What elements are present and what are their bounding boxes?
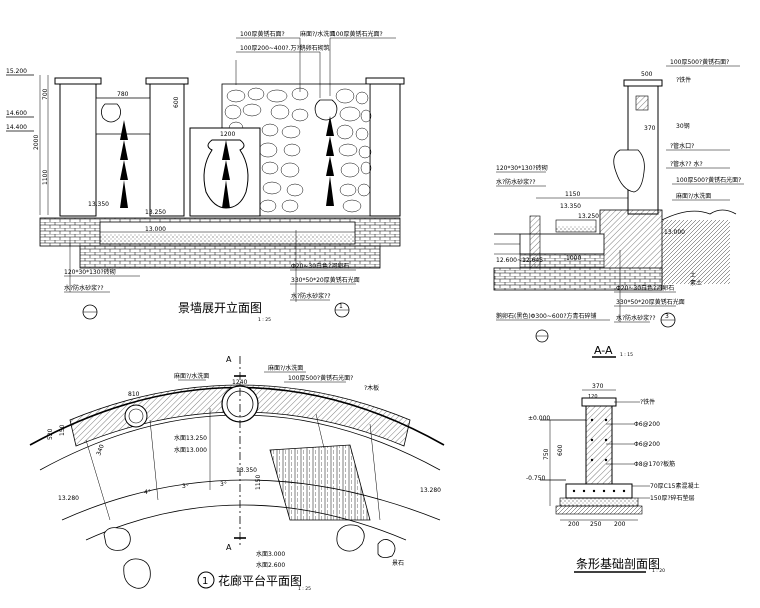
elev-dim-600: 600 bbox=[173, 96, 180, 108]
footing-dim-250: 250 bbox=[590, 521, 602, 528]
footing-level-1: ±0.000 bbox=[528, 415, 550, 422]
plan-angle-3: 3° bbox=[182, 483, 189, 490]
footing-label-rebar3: Φ8@170?板筋 bbox=[634, 460, 675, 468]
elev-level-5: 13.250 bbox=[145, 209, 166, 216]
aa-level-3: 13.000 bbox=[664, 229, 685, 236]
plan-number: 1 bbox=[202, 576, 208, 587]
footing-dim-600: 600 bbox=[557, 444, 564, 456]
aa-label-stone: 100厚500?黄锈石光面? bbox=[676, 176, 741, 184]
elev-label-gravel: Φ20~30白色?河卵石 bbox=[291, 262, 349, 270]
plan-dim-520: 520 bbox=[47, 428, 54, 440]
aa-label-waterproof: 水?防水砂浆?? bbox=[616, 314, 656, 322]
section-aa-scale: 1 : 15 bbox=[620, 352, 633, 358]
aa-dim-1000: 1000 bbox=[566, 255, 581, 262]
plan-dim-1150: 1150 bbox=[255, 475, 262, 490]
plan-axis-bottom: A bbox=[226, 543, 232, 552]
aa-label-water: 水?防水砂浆?? bbox=[496, 178, 536, 186]
footing-dim-750: 750 bbox=[543, 448, 550, 460]
aa-label-pipe: ?管水口? bbox=[670, 142, 694, 150]
aa-label-brick: 120*30*130?砖砌 bbox=[496, 164, 548, 172]
footing-dim-370: 370 bbox=[592, 383, 604, 390]
elev-level-6: 13.000 bbox=[145, 226, 166, 233]
plan-label-paving: 麻面?/水洗面 bbox=[174, 372, 209, 380]
elevation-scale: 1 : 25 bbox=[258, 317, 271, 323]
plan-label-wood: ?木板 bbox=[364, 384, 379, 392]
elev-label-paving: 麻面?/水洗面 bbox=[300, 30, 335, 38]
plan-title: 花廊平台平面图 bbox=[218, 573, 302, 588]
footing-scale: 1 : 20 bbox=[652, 568, 665, 574]
aa-level-4: 12.600~12.645 bbox=[496, 257, 543, 264]
elev-level-2: 14.600 bbox=[6, 110, 27, 117]
elev-dim-780: 780 bbox=[117, 91, 129, 98]
plan-dim-1240: 1240 bbox=[232, 379, 247, 386]
aa-dim-1150: 1150 bbox=[565, 191, 580, 198]
elev-section-mark: 1 bbox=[339, 303, 343, 310]
elev-level-1: 15.200 bbox=[6, 68, 27, 75]
elev-dim-700: 700 bbox=[42, 88, 49, 100]
plan-dim-150: 150 bbox=[59, 424, 66, 436]
aa-label-cobble: 鹅卵石(黑色)Φ300~600?方青石碎铺 bbox=[496, 312, 597, 320]
footing-dim-200: 200 bbox=[568, 521, 580, 528]
aa-label-soil2: 素土 bbox=[690, 279, 702, 287]
section-aa-title: A-A bbox=[594, 344, 613, 357]
aa-section-mark: 3 bbox=[665, 313, 669, 320]
section-aa-drawing: 500 370 1150 1000 100厚500?黄锈石面? ?铁件 30钢 … bbox=[493, 58, 744, 358]
elev-level-3: 14.400 bbox=[6, 124, 27, 131]
elevation-drawing: 15.200 14.600 14.400 2000 700 1100 780 bbox=[6, 30, 405, 323]
aa-label-slab: 330*50*20厚黄锈石光面 bbox=[616, 298, 685, 306]
elev-label-base1: 120*30*130?砖砌 bbox=[64, 268, 116, 276]
elev-label-pebble: 100厚200~400?.万?鹅卵石砌筑 bbox=[240, 44, 330, 52]
elev-label-waterproof2: 水?防水砂浆?? bbox=[291, 292, 331, 300]
plan-level-3: 13.280 bbox=[420, 487, 441, 494]
plan-scale: 1 : 25 bbox=[298, 586, 311, 592]
aa-level-1: 13.350 bbox=[560, 203, 581, 210]
aa-label-top: 100厚500?黄锈石面? bbox=[670, 58, 729, 66]
elevation-title: 景墙展开立面图 bbox=[178, 300, 262, 315]
aa-label-note1: 30钢 bbox=[676, 122, 690, 130]
footing-level-2: -0.750 bbox=[526, 475, 546, 482]
aa-level-2: 13.250 bbox=[578, 213, 599, 220]
plan-level-2: 13.280 bbox=[58, 495, 79, 502]
footing-label-top: ?铁件 bbox=[640, 398, 655, 406]
plan-level-1: 13.350 bbox=[236, 467, 257, 474]
aa-dim-370: 370 bbox=[644, 125, 656, 132]
aa-label-mark1: ?铁件 bbox=[676, 76, 691, 84]
elev-label-slab: 330*50*20厚黄锈石光面 bbox=[291, 276, 360, 284]
plan-label-rock: 景石 bbox=[392, 560, 404, 567]
footing-title: 条形基础剖面图 bbox=[576, 557, 660, 571]
plan-label-water4: 水面2.600 bbox=[256, 561, 285, 569]
footing-label-rebar2: Φ6@200 bbox=[634, 441, 660, 448]
elev-dim-1100: 1100 bbox=[42, 170, 49, 185]
plan-axis-top: A bbox=[226, 355, 232, 364]
elev-dim-1200: 1200 bbox=[220, 131, 235, 138]
aa-dim-500: 500 bbox=[641, 71, 653, 78]
aa-label-pot: ?管水?? 水? bbox=[670, 160, 703, 168]
elev-level-4: 13.350 bbox=[88, 201, 109, 208]
plan-angle-3b: 3° bbox=[220, 481, 227, 488]
footing-drawing: 370 120 750 600 200 250 200 ±0.000 -0.75… bbox=[526, 383, 699, 574]
aa-label-paving: 麻面?/水洗面 bbox=[676, 192, 711, 200]
footing-label-rebar1: Φ6@200 bbox=[634, 421, 660, 428]
plan-label-water2: 水面13.000 bbox=[174, 446, 207, 454]
plan-drawing: A A 810 1240 麻面?/水洗面 麻面?/水洗面 100厚500?黄锈石… bbox=[29, 355, 445, 592]
footing-dim-120: 120 bbox=[588, 394, 598, 400]
plan-dim-810: 810 bbox=[128, 391, 140, 398]
elev-label-stone2: 100厚黄锈石光面? bbox=[332, 30, 383, 38]
footing-label-concrete: 70厚C15素混凝土 bbox=[650, 482, 699, 490]
plan-dim-340: 340 bbox=[95, 443, 106, 456]
plan-label-water3: 水面3.000 bbox=[256, 550, 285, 558]
elev-label-waterproof: 水?防水砂浆?? bbox=[64, 284, 104, 292]
aa-label-soil: 土 bbox=[690, 271, 696, 279]
footing-label-gravel: 150厚?碎石垫层 bbox=[650, 494, 695, 502]
plan-label-stone: 100厚500?黄锈石光面? bbox=[288, 374, 353, 382]
elev-dim-2000: 2000 bbox=[33, 135, 40, 150]
plan-angle-4: 4° bbox=[144, 489, 151, 496]
plan-label-water1: 水面13.250 bbox=[174, 434, 207, 442]
elev-label-stone: 100厚黄锈石面? bbox=[240, 30, 285, 38]
aa-label-gravel: Φ20~30白色?河卵石 bbox=[616, 284, 674, 292]
plan-label-paving2: 麻面?/水洗面 bbox=[268, 364, 303, 372]
footing-dim-200b: 200 bbox=[614, 521, 626, 528]
